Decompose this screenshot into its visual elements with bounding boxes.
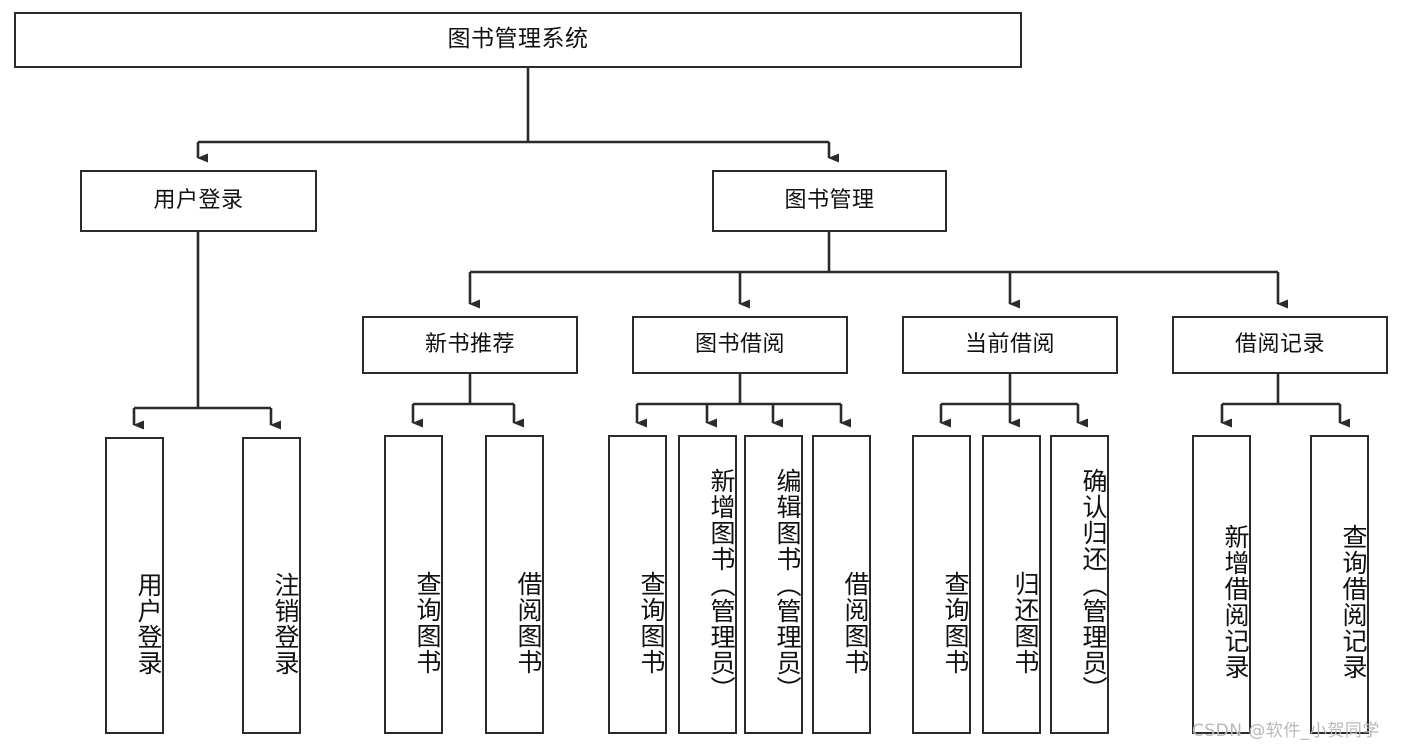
node-label: 借阅图书	[841, 570, 870, 675]
node-borrow-record[interactable]: 借阅记录	[1172, 316, 1388, 374]
node-user-login[interactable]: 用户登录	[80, 170, 317, 232]
leaf-new-book-query-book[interactable]: 查询图书	[384, 435, 443, 734]
node-book-borrow[interactable]: 图书借阅	[632, 316, 848, 374]
leaf-user-login-signout[interactable]: 注销登录	[242, 437, 301, 734]
node-label: 编辑图书（管理员）	[773, 467, 802, 702]
leaf-book-borrow-edit-book-admin[interactable]: 编辑图书（管理员）	[744, 435, 803, 734]
leaf-current-borrow-return-book[interactable]: 归还图书	[982, 435, 1041, 734]
leaf-user-login-signin[interactable]: 用户登录	[105, 437, 164, 734]
node-label: 图书管理系统	[447, 26, 589, 53]
node-label: 查询借阅记录	[1339, 523, 1368, 680]
leaf-book-borrow-query-book[interactable]: 查询图书	[608, 435, 667, 734]
node-label: 借阅图书	[514, 570, 543, 675]
node-label: 新书推荐	[424, 331, 515, 357]
node-label: 用户登录	[134, 571, 163, 676]
leaf-borrow-record-query-record[interactable]: 查询借阅记录	[1310, 435, 1369, 734]
leaf-new-book-borrow-book[interactable]: 借阅图书	[485, 435, 544, 734]
node-label: 图书管理	[784, 187, 875, 213]
node-label: 注销登录	[271, 571, 300, 676]
node-label: 归还图书	[1011, 570, 1040, 675]
watermark-text: CSDN @软件_小贺同学	[1192, 721, 1380, 741]
node-label: 查询图书	[637, 570, 666, 675]
node-book-management[interactable]: 图书管理	[712, 170, 947, 232]
leaf-book-borrow-borrow-book[interactable]: 借阅图书	[812, 435, 871, 734]
node-current-borrow[interactable]: 当前借阅	[902, 316, 1118, 374]
node-label: 查询图书	[413, 570, 442, 675]
node-label: 确认归还（管理员）	[1079, 467, 1108, 702]
node-label: 新增借阅记录	[1221, 523, 1250, 680]
node-label: 新增图书（管理员）	[707, 467, 736, 702]
node-root-book-management-system[interactable]: 图书管理系统	[14, 12, 1022, 68]
node-label: 图书借阅	[694, 331, 785, 357]
node-label: 借阅记录	[1234, 331, 1325, 357]
leaf-current-borrow-confirm-return-admin[interactable]: 确认归还（管理员）	[1050, 435, 1109, 734]
leaf-book-borrow-add-book-admin[interactable]: 新增图书（管理员）	[678, 435, 737, 734]
node-label: 当前借阅	[964, 331, 1055, 357]
leaf-borrow-record-add-record[interactable]: 新增借阅记录	[1192, 435, 1251, 734]
leaf-current-borrow-query-book[interactable]: 查询图书	[912, 435, 971, 734]
node-label: 用户登录	[153, 187, 244, 213]
node-new-book-recommend[interactable]: 新书推荐	[362, 316, 578, 374]
node-label: 查询图书	[941, 570, 970, 675]
